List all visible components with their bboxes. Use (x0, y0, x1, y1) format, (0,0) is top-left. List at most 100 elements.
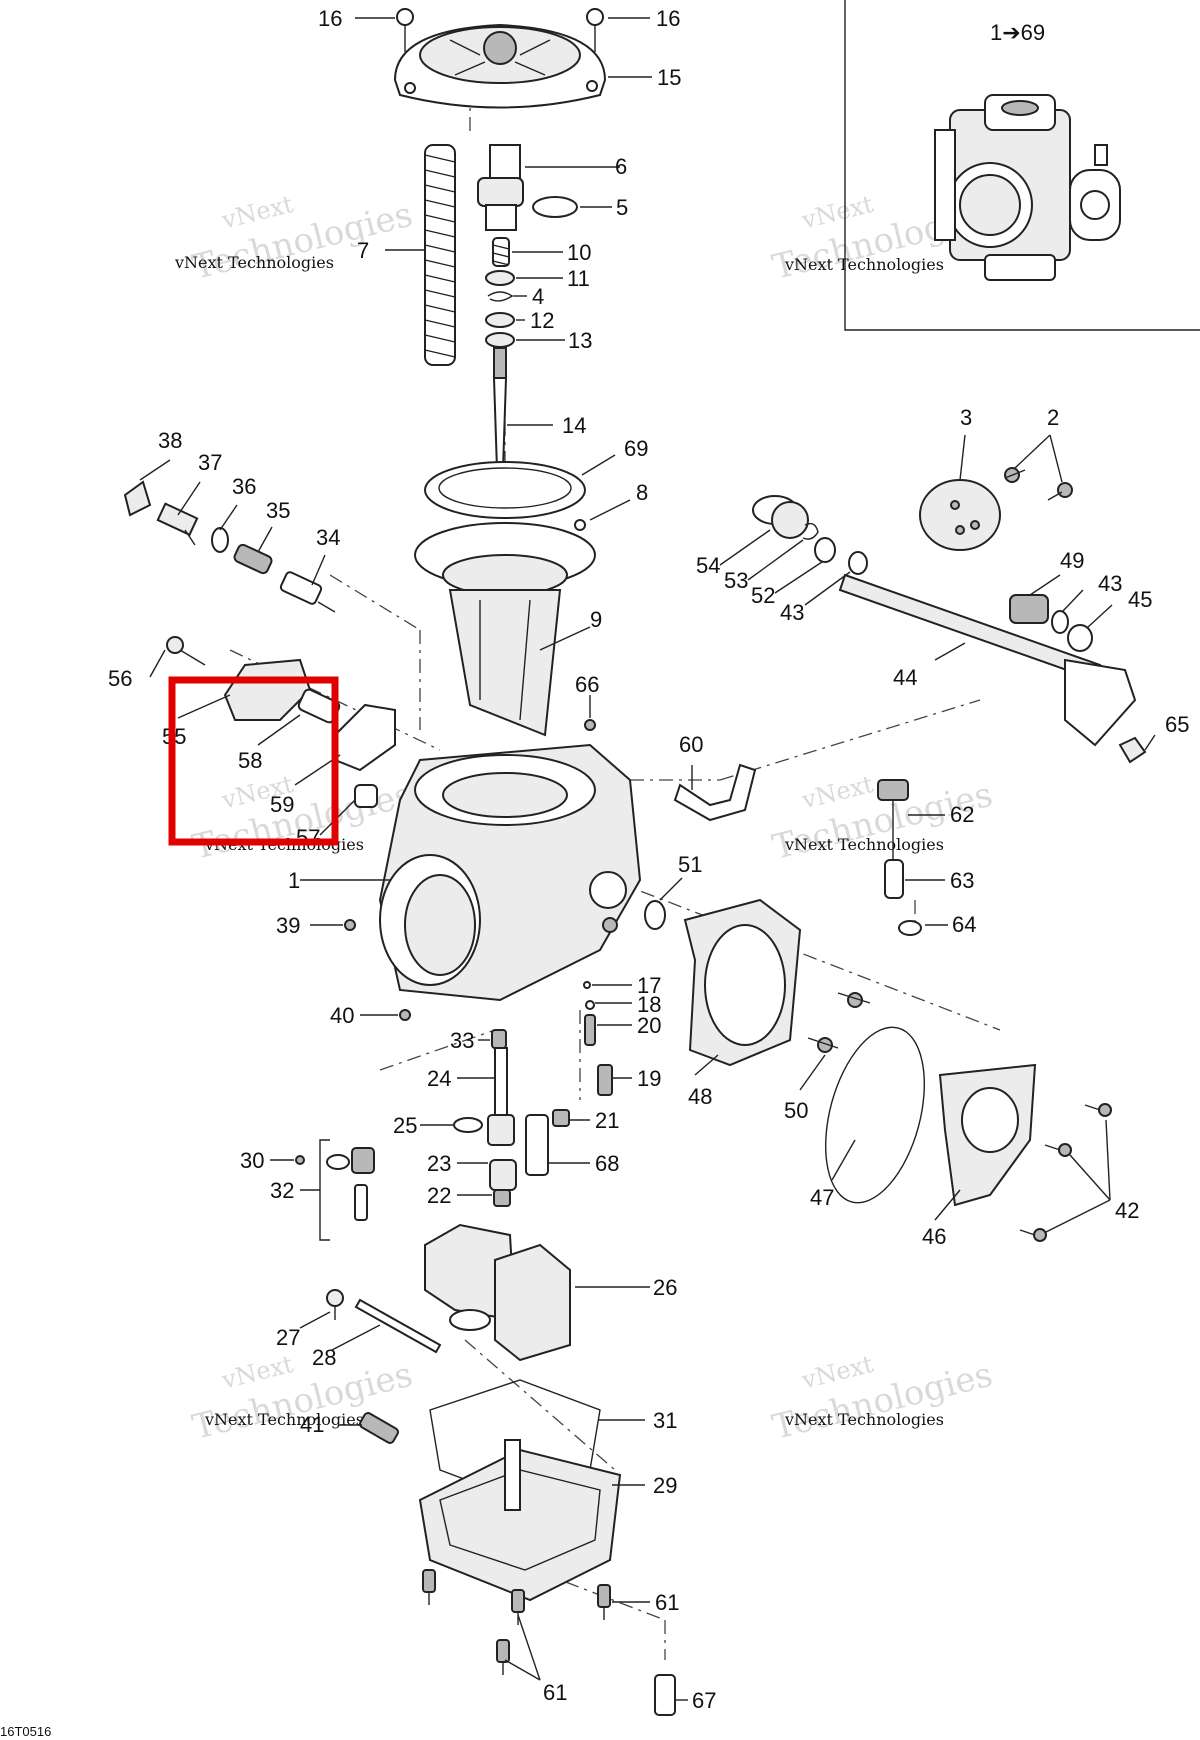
o-ring-5-icon (532, 196, 578, 218)
pump-housing-48-icon (683, 898, 802, 1067)
o-ring-25-icon (453, 1117, 483, 1133)
label-31: 31 (653, 1408, 677, 1433)
o-ring-36-icon (211, 527, 229, 553)
label-37: 37 (198, 450, 222, 475)
screw-27-icon (326, 1289, 344, 1320)
label-28: 28 (312, 1345, 336, 1370)
label-9: 9 (590, 607, 602, 632)
jet-33-icon (491, 1029, 507, 1049)
label-14: 14 (562, 413, 586, 438)
jet-68-icon (525, 1114, 549, 1176)
cap-65-icon (1118, 736, 1147, 764)
label-6: 6 (615, 154, 627, 179)
watermark-text-bottom-left: vNext Technologies (204, 1410, 364, 1429)
label-25: 25 (393, 1113, 417, 1138)
throttle-plate-3-icon (919, 479, 1001, 551)
label-67b: 67 (692, 1688, 716, 1713)
gasket-47-icon (824, 1026, 926, 1204)
label-43a: 43 (780, 600, 804, 625)
watermark-text-top-left: vNext Technologies (174, 253, 334, 272)
clip-4-icon (487, 291, 514, 302)
plug-66-icon (584, 719, 596, 731)
o-ring-18-icon (585, 1000, 595, 1010)
label-49: 49 (1060, 548, 1084, 573)
spring-63-icon (884, 859, 904, 899)
watermark-text-bottom-right: vNext Technologies (784, 1410, 944, 1429)
float-bowl-29-icon (418, 1439, 622, 1602)
label-19: 19 (637, 1066, 661, 1091)
label-20: 20 (637, 1013, 661, 1038)
label-1: 1 (288, 868, 300, 893)
label-32: 32 (270, 1178, 294, 1203)
label-63: 63 (950, 868, 974, 893)
label-33: 33 (450, 1028, 474, 1053)
label-48: 48 (688, 1084, 712, 1109)
part-labels: 16 16 15 6 5 7 10 11 4 12 13 14 69 8 9 3… (108, 6, 1189, 1713)
needle-valve-32-icon (319, 1139, 375, 1241)
label-58: 58 (238, 748, 262, 773)
label-38: 38 (158, 428, 182, 453)
spring-35-icon (233, 543, 273, 575)
carburetor-body-1-icon (378, 743, 642, 1002)
label-29: 29 (653, 1473, 677, 1498)
slide-9-icon (448, 589, 562, 737)
washer-52-icon (814, 537, 836, 563)
screw-50-icons (807, 992, 871, 1053)
label-65: 65 (1165, 712, 1189, 737)
label-35: 35 (266, 498, 290, 523)
screw-40-icon (399, 1009, 411, 1021)
label-60: 60 (679, 732, 703, 757)
cap-38-icon (123, 480, 152, 517)
assembled-carburetor-icon (934, 94, 1121, 281)
washer-12-icon (485, 312, 515, 328)
label-69: 69 (624, 436, 648, 461)
label-16b: 16 (656, 6, 680, 31)
washer-11-icon (485, 270, 515, 286)
washer-13-icon (485, 332, 515, 348)
label-30: 30 (240, 1148, 264, 1173)
label-10: 10 (567, 240, 591, 265)
cover-55-icon (223, 658, 312, 721)
washer-45-icon (1067, 624, 1093, 652)
label-61b: 61 (543, 1680, 567, 1705)
needle-jet-24-icon (487, 1047, 515, 1146)
screw-56-icon (166, 636, 206, 666)
label-15: 15 (657, 65, 681, 90)
label-24: 24 (427, 1066, 451, 1091)
screw-39-icon (344, 919, 356, 931)
screw-62-icon (877, 779, 909, 865)
watermark-bottom-right: vNext Technologies (769, 1350, 997, 1448)
jet-37-icon (156, 502, 199, 546)
label-40: 40 (330, 1003, 354, 1028)
watermark-text-mid-right: vNext Technologies (784, 835, 944, 854)
bushing-54-icon (752, 495, 809, 539)
label-68: 68 (595, 1151, 619, 1176)
spring-7-icon (424, 144, 456, 366)
label-50: 50 (784, 1098, 808, 1123)
label-7: 7 (357, 238, 369, 263)
label-41: 41 (300, 1412, 324, 1437)
label-66: 66 (575, 672, 599, 697)
o-ring-43a-icon (848, 551, 868, 575)
drawing-code: 16T0516 (0, 1724, 51, 1739)
cover-46-icon (938, 1063, 1037, 1207)
jet-21-icon (552, 1109, 570, 1127)
pin-67-icon (654, 1674, 676, 1716)
label-21: 21 (595, 1108, 619, 1133)
screw-16-left-icon (396, 8, 414, 52)
label-43b: 43 (1098, 571, 1122, 596)
ball-17-icon (583, 981, 591, 989)
leader-lines (139, 17, 1156, 1701)
label-46: 46 (922, 1224, 946, 1249)
label-2: 2 (1047, 405, 1059, 430)
plate-59-icon (334, 703, 396, 772)
o-ring-51-icon (644, 900, 666, 930)
top-cover-15-icon (393, 23, 607, 109)
label-22: 22 (427, 1183, 451, 1208)
label-18: 18 (637, 992, 661, 1017)
label-54: 54 (696, 553, 720, 578)
label-42: 42 (1115, 1198, 1139, 1223)
screw-41-icon (359, 1412, 399, 1444)
label-4: 4 (532, 284, 544, 309)
parts (123, 8, 1147, 1716)
